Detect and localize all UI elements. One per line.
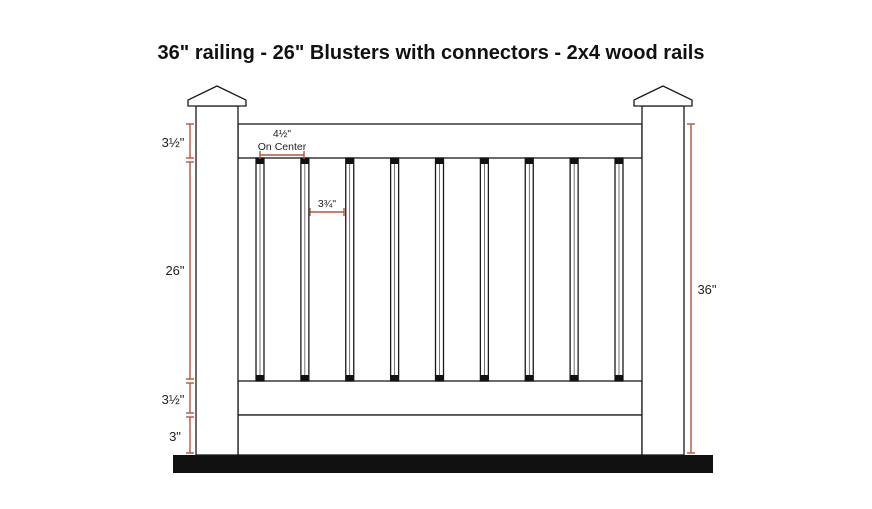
top-connector <box>300 158 309 164</box>
baluster-height-label: 26" <box>165 263 184 278</box>
bottom-connector <box>256 375 264 381</box>
baluster-gap-label: 3¾" <box>318 198 337 210</box>
bottom-connector <box>615 375 623 381</box>
bottom-connector <box>525 375 534 381</box>
spacing-note-label: On Center <box>258 141 307 153</box>
top-connector <box>435 158 444 164</box>
left-post-body <box>195 105 239 456</box>
bottom-connector <box>435 375 444 381</box>
top-connector <box>615 158 623 164</box>
left-post <box>187 85 247 456</box>
top-connector <box>256 158 264 164</box>
total-height-label: 36" <box>697 282 716 297</box>
lower-board <box>237 414 643 456</box>
ground-gap-label: 3" <box>169 429 181 444</box>
top-connector <box>390 158 399 164</box>
bottom-rail <box>237 380 643 416</box>
top-connector <box>525 158 534 164</box>
right-dimension-line <box>687 123 695 454</box>
top-rail-height-label: 3½" <box>162 135 185 150</box>
spacing-value-label: 4½" <box>273 128 292 140</box>
diagram-title: 36" railing - 26" Blusters with connecto… <box>158 42 705 64</box>
bottom-connector <box>390 375 399 381</box>
bottom-connector <box>480 375 489 381</box>
rails <box>237 123 643 456</box>
top-connector <box>570 158 579 164</box>
bottom-connector <box>570 375 579 381</box>
top-connector <box>480 158 489 164</box>
left-post-cap <box>187 85 247 107</box>
balusters <box>255 157 624 382</box>
top-rail <box>237 123 643 159</box>
right-post <box>633 85 693 456</box>
ground-base <box>173 455 713 473</box>
bottom-connector <box>300 375 309 381</box>
right-post-body <box>641 105 685 456</box>
top-connector <box>345 158 354 164</box>
bottom-connector <box>345 375 354 381</box>
spacing-dimension-line <box>259 151 305 159</box>
gap-dimension-line <box>309 208 345 216</box>
right-post-cap <box>633 85 693 107</box>
left-dimension-line <box>186 123 194 454</box>
bottom-rail-height-label: 3½" <box>162 392 185 407</box>
